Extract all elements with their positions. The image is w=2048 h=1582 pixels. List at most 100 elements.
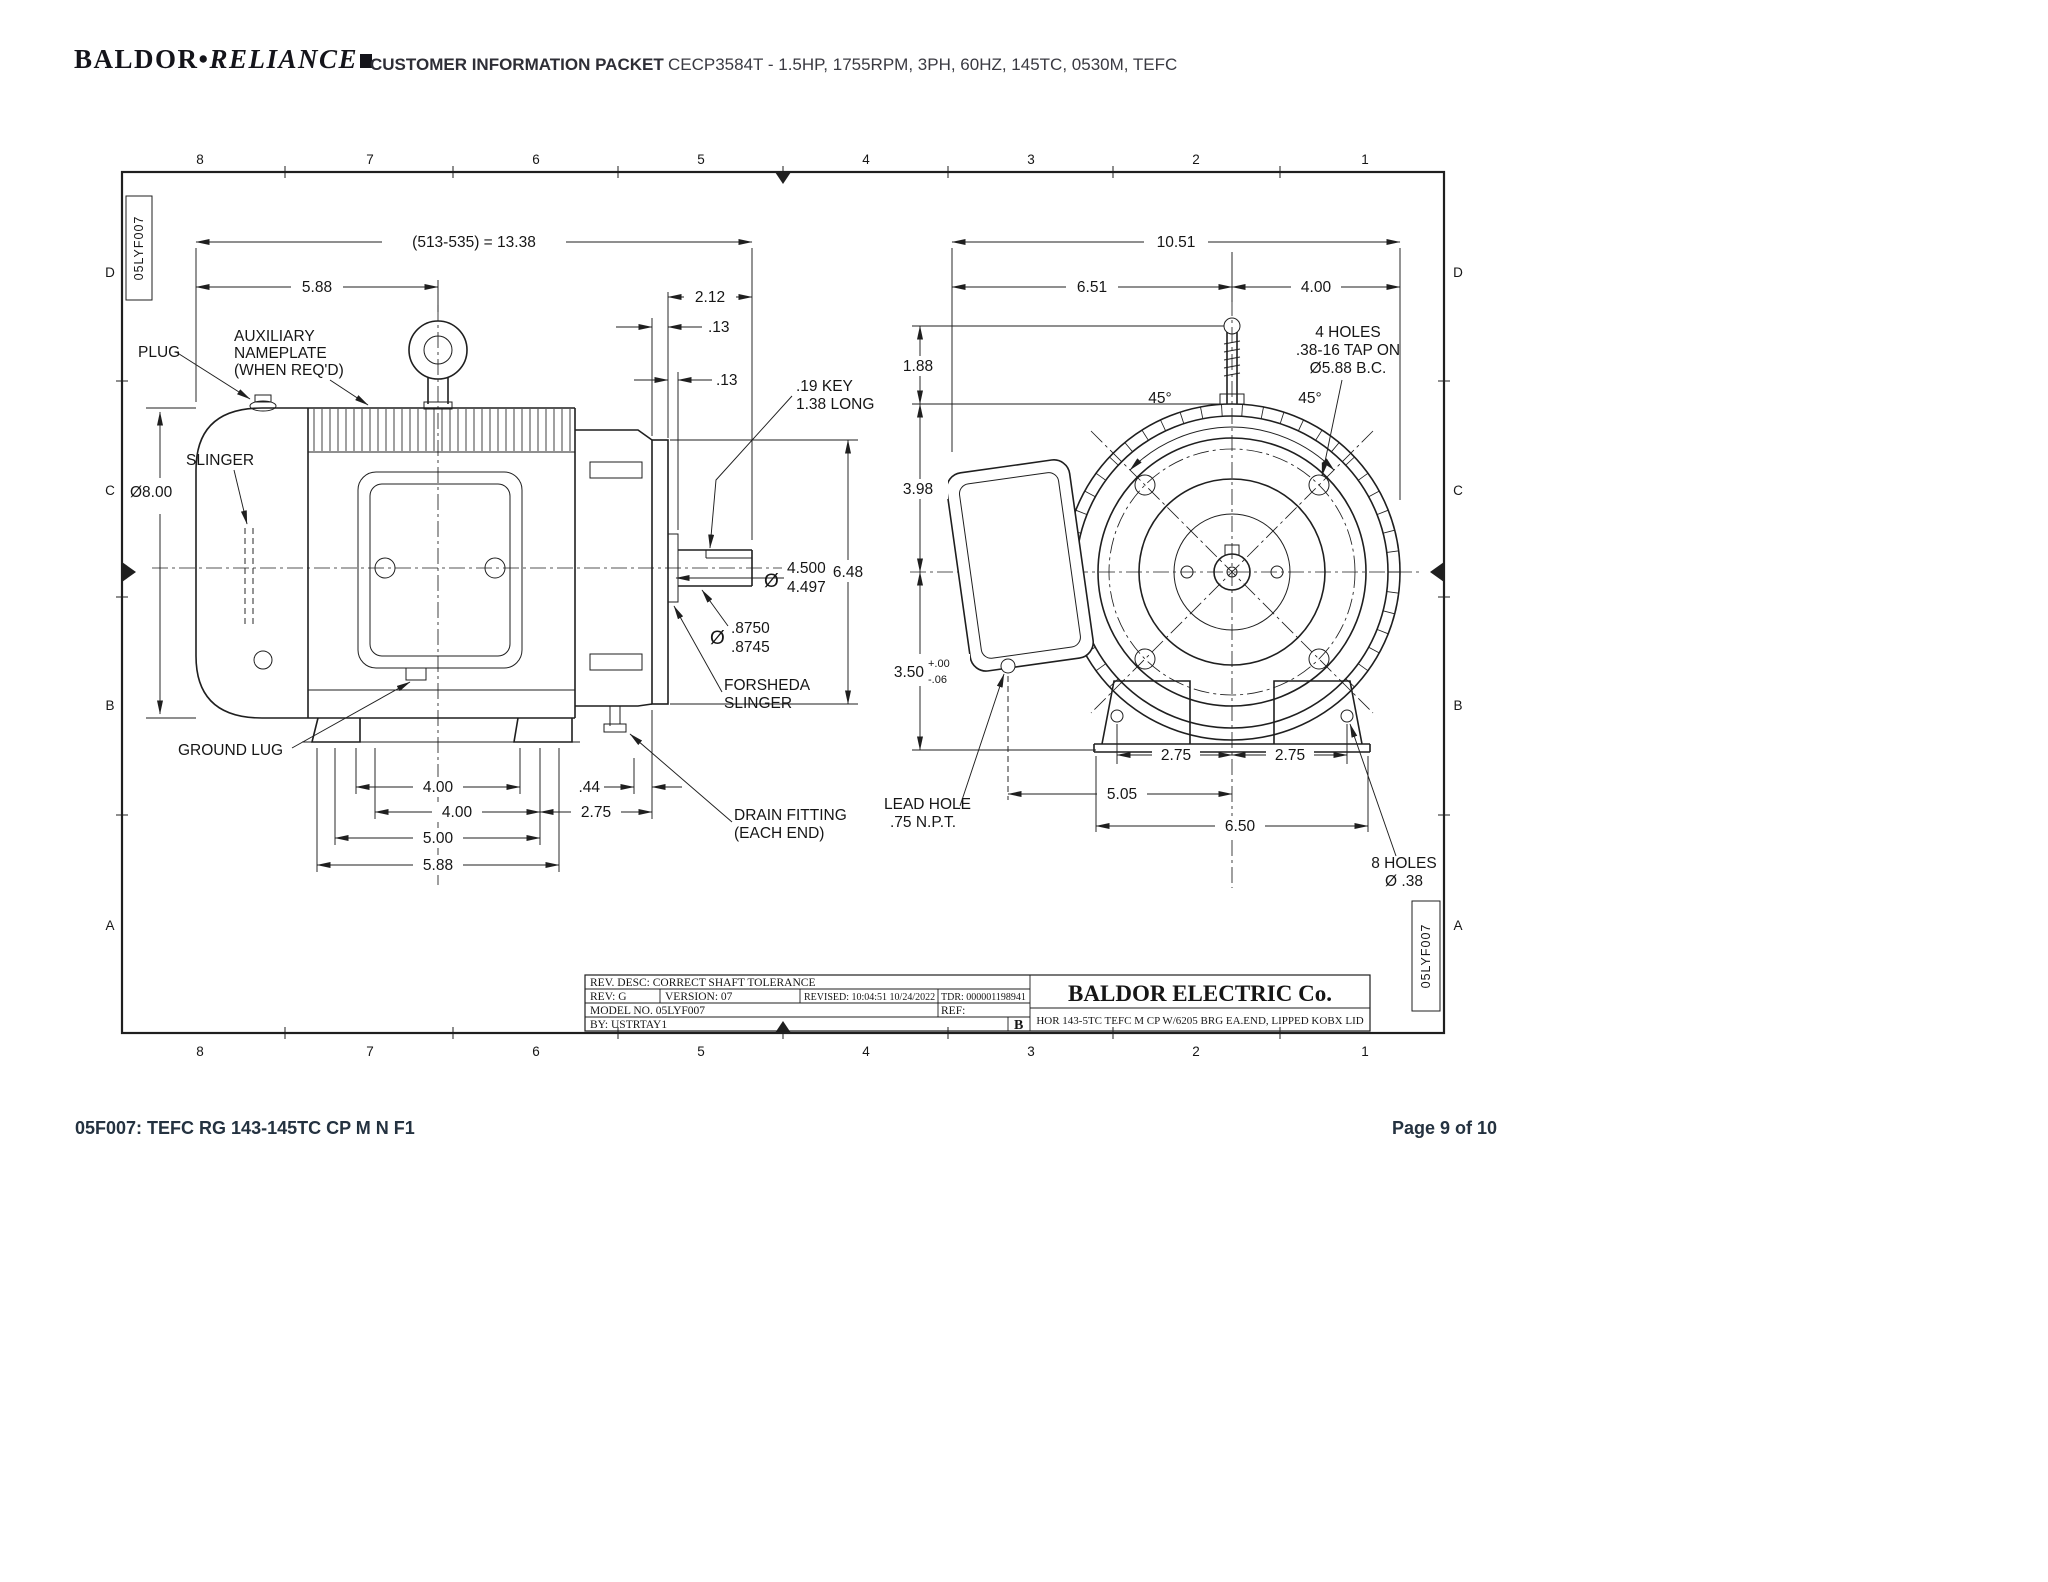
label-lead-hole: LEAD HOLE bbox=[884, 796, 971, 813]
grid-col-top: 3 bbox=[1027, 152, 1035, 167]
dim-45deg-left: 45° bbox=[1148, 390, 1171, 407]
dim-275-left: 2.75 bbox=[1161, 747, 1191, 764]
label-4-holes: 4 HOLES bbox=[1315, 324, 1380, 341]
footer-drawing-id: 05F007: TEFC RG 143-145TC CP M N F1 bbox=[75, 1118, 415, 1138]
ground-lug-fitting bbox=[405, 667, 427, 681]
footer-page-number: Page 9 of 10 bbox=[1391, 1118, 1497, 1138]
document-type-title: CUSTOMER INFORMATION PACKET bbox=[370, 55, 664, 74]
revised-timestamp: REVISED: 10:04:51 10/24/2022 bbox=[804, 992, 935, 1003]
dim-275: 2.75 bbox=[581, 804, 611, 821]
sheet-frame: 8 7 6 5 4 3 2 1 8 7 6 5 4 3 2 1 D C B A … bbox=[105, 152, 1463, 1059]
sheet-size: B bbox=[1014, 1018, 1023, 1033]
dim-fan-cover-dia: Ø8.00 bbox=[130, 484, 173, 501]
grid-col-top: 6 bbox=[532, 152, 540, 167]
grid-labels: 8 7 6 5 4 3 2 1 8 7 6 5 4 3 2 1 D C B A … bbox=[105, 152, 1463, 1059]
end-dim-text-masks bbox=[862, 232, 1341, 836]
conduit-box-side bbox=[357, 471, 523, 669]
foot-hole bbox=[1110, 709, 1124, 723]
model-number: MODEL NO. 05LYF007 bbox=[590, 1005, 705, 1017]
dim-275-right: 2.75 bbox=[1275, 747, 1305, 764]
dim-overall-length: (513-535) = 13.38 bbox=[412, 234, 536, 251]
conduit-box-end bbox=[945, 459, 1095, 672]
side-outline bbox=[195, 320, 753, 743]
rev-description: REV. DESC: CORRECT SHAFT TOLERANCE bbox=[590, 977, 815, 989]
tapped-hole bbox=[1308, 648, 1330, 670]
dim-face-dia: 6.48 bbox=[833, 564, 863, 581]
centering-marks bbox=[122, 172, 1444, 1033]
grid-col-bottom: 7 bbox=[366, 1044, 374, 1059]
tdr-number: TDR: 000001198941 bbox=[941, 992, 1026, 1003]
grid-col-top: 5 bbox=[697, 152, 705, 167]
label-slinger: SLINGER bbox=[186, 452, 254, 469]
label-4-holes: .38-16 TAP ON bbox=[1296, 342, 1400, 359]
grid-col-bottom: 8 bbox=[196, 1044, 204, 1059]
label-lead-hole: .75 N.P.T. bbox=[890, 814, 956, 831]
side-texts: PLUG AUXILIARY NAMEPLATE (WHEN REQ'D) SL… bbox=[130, 234, 874, 874]
grid-col-top: 1 bbox=[1361, 152, 1369, 167]
dim-350: 3.50 bbox=[894, 664, 925, 681]
label-8-holes: Ø .38 bbox=[1385, 873, 1423, 890]
grid-row-right: D bbox=[1453, 265, 1463, 280]
label-drain: DRAIN FITTING bbox=[734, 807, 847, 824]
grid-row-right: C bbox=[1453, 483, 1463, 498]
cooling-fins-side bbox=[313, 409, 571, 451]
dim-44: .44 bbox=[578, 779, 600, 796]
plug-fitting bbox=[249, 400, 277, 412]
label-key: 1.38 LONG bbox=[796, 396, 874, 413]
tapped-hole bbox=[1308, 474, 1330, 496]
grid-col-bottom: 3 bbox=[1027, 1044, 1035, 1059]
motor-end-view: 10.51 6.51 4.00 4 HOLES .38-16 TAP ON Ø5… bbox=[862, 232, 1437, 890]
dim-588-bottom: 5.88 bbox=[423, 857, 453, 874]
grid-col-top: 2 bbox=[1192, 152, 1200, 167]
dim-188: 1.88 bbox=[903, 358, 933, 375]
lid-screw bbox=[484, 557, 506, 579]
brand-logo-separator: • bbox=[198, 44, 210, 74]
grid-col-bottom: 1 bbox=[1361, 1044, 1369, 1059]
side-centerlines bbox=[152, 305, 782, 885]
keyway-end bbox=[1224, 544, 1240, 556]
grid-row-left: C bbox=[105, 483, 115, 498]
label-forsheda: FORSHEDA bbox=[724, 677, 811, 694]
internal-slinger-hidden bbox=[244, 528, 254, 628]
dim-588-top: 5.88 bbox=[302, 279, 332, 296]
stamp-bottom-right: 05LYF007 bbox=[1419, 924, 1433, 989]
tapped-hole bbox=[1134, 474, 1156, 496]
dim-shaft-dia-lo: .8745 bbox=[731, 639, 770, 656]
side-details bbox=[249, 335, 752, 743]
brand-logo-baldor: BALDOR bbox=[74, 44, 199, 74]
dim-13-b: .13 bbox=[716, 372, 738, 389]
label-4-holes: Ø5.88 B.C. bbox=[1310, 360, 1387, 377]
dim-398: 3.98 bbox=[903, 481, 933, 498]
lid-screw bbox=[374, 557, 396, 579]
grid-col-top: 4 bbox=[862, 152, 870, 167]
dim-350-tol-minus: -.06 bbox=[928, 674, 947, 686]
title-block: REV. DESC: CORRECT SHAFT TOLERANCE REV: … bbox=[584, 974, 1371, 1033]
grid-row-left: D bbox=[105, 265, 115, 280]
grid-col-top: 8 bbox=[196, 152, 204, 167]
rev-letter: REV: G bbox=[590, 991, 627, 1003]
dim-651: 6.51 bbox=[1077, 279, 1107, 296]
dim-400: 4.00 bbox=[1301, 279, 1332, 296]
dim-400-a: 4.00 bbox=[423, 779, 454, 796]
brand-registered-mark-icon bbox=[360, 54, 373, 68]
grid-col-bottom: 4 bbox=[862, 1044, 870, 1059]
motor-side-view: PLUG AUXILIARY NAMEPLATE (WHEN REQ'D) SL… bbox=[130, 232, 878, 885]
dia-symbol: Ø bbox=[710, 628, 725, 649]
grid-col-bottom: 2 bbox=[1192, 1044, 1200, 1059]
company-name: BALDOR ELECTRIC Co. bbox=[1068, 981, 1332, 1006]
label-plug: PLUG bbox=[138, 344, 180, 361]
dia-symbol: Ø bbox=[764, 571, 779, 592]
dim-212: 2.12 bbox=[695, 289, 725, 306]
dim-505: 5.05 bbox=[1107, 786, 1137, 803]
grid-col-top: 7 bbox=[366, 152, 374, 167]
front-foot bbox=[310, 717, 361, 743]
label-key: .19 KEY bbox=[796, 378, 853, 395]
drawing-number-stamps: 05LYF007 05LYF007 bbox=[125, 195, 1441, 1012]
reference: REF: bbox=[941, 1005, 965, 1017]
label-8-holes: 8 HOLES bbox=[1371, 855, 1436, 872]
lead-hole bbox=[1000, 658, 1016, 674]
dim-pilot-dia-hi: 4.500 bbox=[787, 560, 826, 577]
shaft-slinger bbox=[667, 533, 679, 603]
c-face-flange bbox=[651, 439, 669, 705]
dim-400-b: 4.00 bbox=[442, 804, 473, 821]
